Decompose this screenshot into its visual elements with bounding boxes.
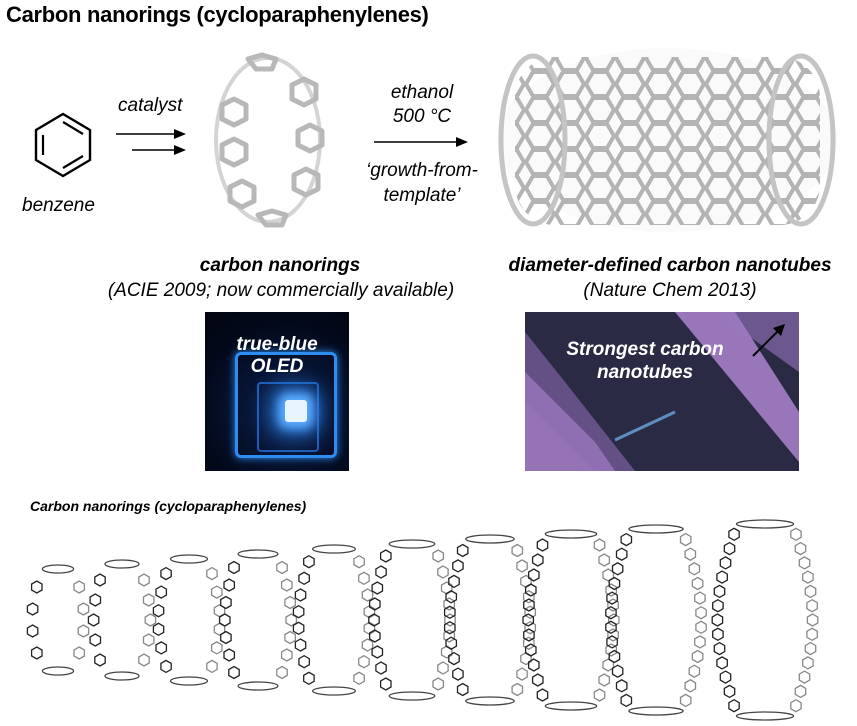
nanoring-series (26, 519, 819, 721)
nanoring-3d-model (214, 52, 325, 228)
nanoring-6 (368, 539, 456, 701)
nanorings-caption: carbon nanorings (199, 255, 361, 276)
nanotubes-reference: (Nature Chem 2013) (583, 280, 757, 301)
double-arrow-icon (116, 129, 186, 155)
series-title: Carbon nanorings (cycloparaphenylenes) (30, 498, 307, 514)
nanorings-reference: (ACIE 2009; now commercially available) (107, 280, 455, 301)
nanotube-microscopy-photo: Strongest carbon nanotubes (525, 312, 799, 471)
oled-glow (285, 400, 307, 422)
nanoring-2 (87, 559, 157, 681)
nanoring-8 (522, 529, 620, 711)
ethanol-label: ethanol (390, 82, 454, 103)
catalyst-label: catalyst (118, 95, 183, 116)
nanotube-3d-model (497, 48, 837, 232)
nanoring-4 (218, 549, 298, 691)
cnt-label-line2: nanotubes (596, 362, 694, 383)
right-arrow-icon (374, 137, 468, 147)
oled-label-line1: true-blue (236, 334, 318, 355)
cnt-label-line1: Strongest carbon (566, 339, 724, 360)
benzene-label: benzene (22, 195, 95, 216)
nanotube-bands (525, 312, 799, 471)
arrow-icon (752, 324, 785, 357)
nanoring-1 (26, 564, 90, 676)
oled-label-line2: OLED (250, 356, 304, 377)
nanoring-9 (605, 524, 707, 716)
nanoring-5 (292, 544, 376, 696)
nanoring-3 (152, 554, 226, 686)
growth-label-line2: template’ (383, 185, 461, 206)
nanotube-photo-label: Strongest carbon nanotubes (525, 338, 765, 384)
nanoring-7 (443, 534, 537, 706)
oled-photo-label: true-blue OLED (205, 334, 349, 378)
nanoring-10 (711, 519, 819, 721)
growth-label-line1: ‘growth-from- (366, 160, 478, 181)
benzene-structure (34, 112, 92, 178)
nanotubes-caption: diameter-defined carbon nanotubes (508, 255, 832, 276)
oled-photo: true-blue OLED (205, 312, 349, 471)
page-title: Carbon nanorings (cycloparaphenylenes) (6, 2, 429, 27)
temperature-label: 500 °C (392, 106, 452, 127)
